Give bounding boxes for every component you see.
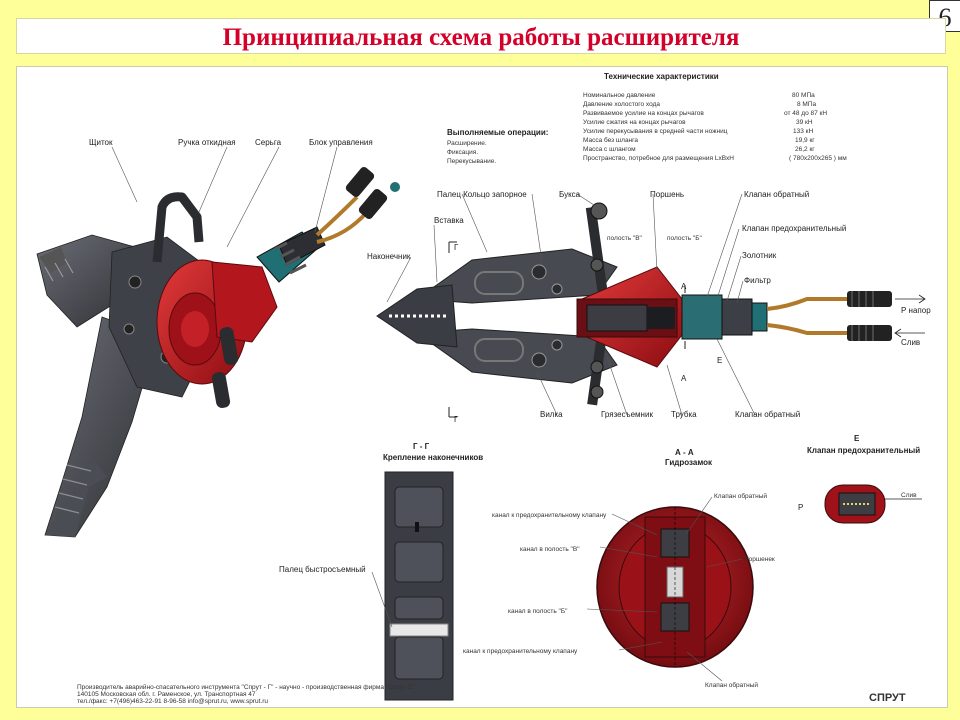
section-gg-subtitle: Крепление наконечников (383, 453, 483, 462)
label-tube: Трубка (671, 410, 697, 419)
section-e-subtitle: Клапан предохранительный (807, 446, 920, 455)
label-dust-seal: Грязесъемник (601, 410, 653, 419)
spec-value-5: 19,9 кг (795, 137, 815, 144)
title-bar: Принципиальная схема работы расширителя (16, 18, 946, 54)
label-control-block: Блок управления (309, 138, 373, 147)
section-aa-subtitle: Гидрозамок (665, 458, 713, 467)
label-section-a-top: А (681, 282, 687, 291)
label-pressure: Р напор (901, 306, 931, 315)
section-aa-leaders (586, 496, 743, 682)
aa-channel-safety-2: канал к предохранительному клапану (463, 648, 578, 655)
label-filter: Фильтр (744, 276, 771, 285)
label-tip: Наконечник (367, 252, 411, 261)
label-handle: Ручка откидная (178, 138, 236, 147)
spec-value-6: 26,2 кг (795, 146, 815, 153)
label-section-g-top: Г (454, 243, 459, 252)
section-gg-title: Г - Г (413, 442, 430, 451)
label-check-valve-bottom: Клапан обратный (735, 410, 800, 419)
slide-title: Принципиальная схема работы расширителя (222, 24, 740, 51)
label-shield: Щиток (89, 138, 113, 147)
spreader-side-view (376, 202, 926, 418)
aa-channel-safety-1: канал к предохранительному клапану (492, 512, 607, 519)
footer: Производитель аварийно-спасательного инс… (77, 683, 906, 705)
label-safety-valve: Клапан предохранительный (742, 224, 846, 233)
spec-value-4: 133 кН (793, 128, 813, 135)
label-piston: Поршень (650, 190, 684, 199)
section-e-title: Е (854, 434, 860, 443)
label-bushing: Букса (559, 190, 581, 199)
leader-quick-pin (371, 571, 393, 628)
aa-piston: Поршенек (744, 556, 775, 563)
tool-3d-view (36, 167, 400, 538)
label-pin-ring: Палец Кольцо запорное (437, 190, 527, 199)
label-drain: Слив (901, 338, 920, 347)
section-gg-drawing (384, 471, 454, 701)
footer-line-1: 140105 Московская обл. г. Раменское, ул.… (77, 690, 256, 698)
spec-label-3: Усилие сжатия на концах рычагов (583, 119, 686, 126)
spec-label-6: Масса с шлангом (583, 146, 636, 153)
diagram-panel: Щиток Ручка откидная Серьга Блок управле… (16, 66, 948, 708)
label-section-g-bottom: Г (454, 415, 459, 424)
spec-label-1: Давление холостого хода (583, 101, 660, 108)
operation-item-0: Расширение. (447, 140, 487, 147)
aa-channel-v: канал в полость "В" (520, 546, 580, 553)
label-fork: Вилка (540, 410, 563, 419)
aa-channel-b: канал в полость "Б" (508, 608, 568, 615)
label-section-a-bottom: А (681, 374, 687, 383)
specs-table: Номинальное давление 80 МПа Давление хол… (583, 92, 847, 162)
spec-label-2: Развиваемое усилие на концах рычагов (583, 110, 704, 117)
section-e-drawing (824, 484, 922, 524)
label-cavity-b: полость "Б" (667, 235, 702, 242)
label-section-e: Е (717, 356, 722, 365)
spec-label-0: Номинальное давление (583, 92, 656, 99)
label-earring: Серьга (255, 138, 282, 147)
spec-value-3: 39 кН (796, 119, 813, 126)
spec-label-7: Пространство, потребное для размещения L… (583, 154, 734, 162)
label-check-valve-top: Клапан обратный (744, 190, 809, 199)
spec-label-4: Усилие перекусывания в средней части нож… (583, 127, 728, 135)
section-aa-title: А - А (675, 448, 694, 457)
spec-label-5: Масса без шланга (583, 136, 638, 144)
operation-item-2: Перекусывание. (447, 158, 496, 165)
label-insert: Вставка (434, 216, 464, 225)
operation-item-1: Фиксация. (447, 149, 478, 156)
brand-logo: СПРУТ (869, 692, 906, 704)
label-e-drain: Слив (901, 492, 917, 499)
aa-check-valve-1: Клапан обратный (714, 492, 767, 500)
tool-3d-leaders (111, 146, 338, 248)
spec-value-0: 80 МПа (792, 92, 815, 99)
side-view-leaders (386, 193, 756, 416)
label-e-p: Р (798, 503, 803, 512)
spec-value-2: от 48 до 87 кН (784, 110, 827, 117)
operations-heading: Выполняемые операции: (447, 128, 548, 137)
spec-value-1: 8 МПа (797, 101, 817, 108)
spec-value-7: ( 780x200x265 ) мм (789, 155, 847, 162)
footer-line-2: тел./факс: +7(496)463-22-91 8-96-58 info… (77, 698, 268, 705)
footer-line-0: Производитель аварийно-спасательного инс… (77, 683, 416, 691)
label-cavity-v: полость "В" (607, 235, 643, 242)
section-aa-drawing (596, 506, 754, 668)
spreader-schematic: Щиток Ручка откидная Серьга Блок управле… (36, 72, 931, 705)
specs-heading: Технические характеристики (604, 72, 719, 81)
aa-check-valve-2: Клапан обратный (705, 681, 758, 689)
label-spool: Золотник (742, 251, 777, 260)
label-quick-pin: Палец быстросъемный (279, 565, 366, 574)
